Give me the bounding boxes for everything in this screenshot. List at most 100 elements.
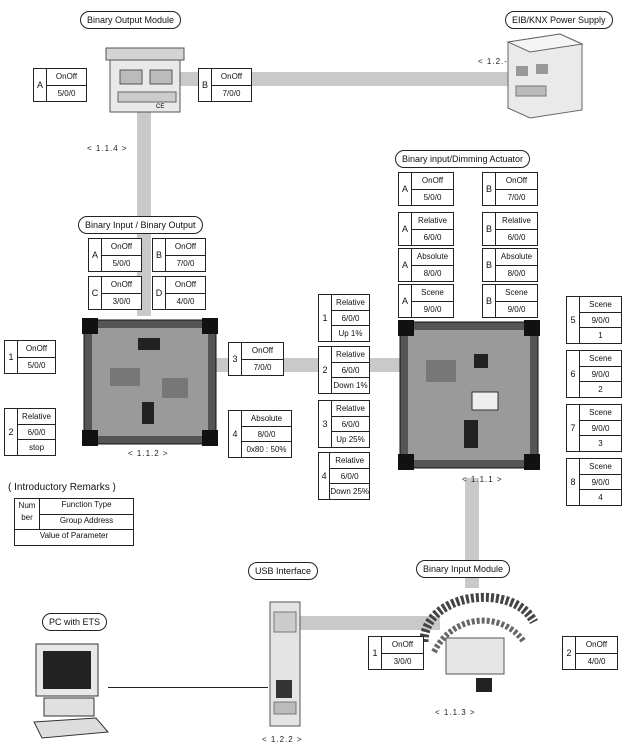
label-binary-input-dimming-actuator: Binary input/Dimming Actuator	[395, 150, 530, 168]
object-number: 6	[567, 351, 580, 397]
group-address: 7/0/0	[166, 256, 205, 272]
group-address: 7/0/0	[496, 190, 537, 206]
function-type: OnOff	[412, 173, 453, 190]
dimming-actuator-device	[398, 320, 540, 470]
group-address: 7/0/0	[242, 360, 283, 376]
label-binary-input-binary-output: Binary Input / Binary Output	[78, 216, 203, 234]
object-number: A	[34, 69, 47, 101]
function-type: Relative	[18, 409, 55, 425]
dim-channel-1: 1 Relative6/0/0Up 1%	[318, 294, 370, 342]
function-type: Relative	[496, 213, 537, 230]
legend-group-address: Group Address	[40, 515, 133, 530]
function-type: Relative	[412, 213, 453, 230]
function-type: Scene	[496, 285, 537, 302]
group-address: 5/0/0	[102, 256, 141, 272]
group-address: 7/0/0	[212, 86, 251, 102]
group-address: 5/0/0	[18, 358, 55, 374]
object-number: A	[399, 213, 412, 245]
function-type: OnOff	[166, 277, 205, 294]
group-address: 6/0/0	[332, 311, 369, 327]
object-number: A	[399, 173, 412, 205]
dim-object-b-absolute: B Absolute8/0/0	[482, 248, 538, 282]
group-address: 9/0/0	[580, 313, 621, 329]
group-address: 6/0/0	[412, 230, 453, 246]
object-number: 2	[563, 637, 576, 669]
label-power-supply: EIB/KNX Power Supply	[505, 11, 613, 29]
function-type: Relative	[332, 401, 369, 417]
group-address: 4/0/0	[576, 654, 617, 670]
group-address: 8/0/0	[412, 266, 453, 282]
address-1-1-1: < 1.1.1 >	[462, 475, 503, 484]
function-type: OnOff	[212, 69, 251, 86]
group-address: 6/0/0	[332, 363, 369, 379]
group-address: 9/0/0	[580, 475, 621, 491]
object-number: 4	[319, 453, 330, 499]
function-type: OnOff	[47, 69, 86, 86]
group-address: 4/0/0	[166, 294, 205, 310]
parameter-value: Down 25%	[330, 484, 369, 499]
function-type: Relative	[332, 347, 369, 363]
function-type: OnOff	[166, 239, 205, 256]
parameter-value: 3	[580, 436, 621, 451]
function-type: OnOff	[102, 277, 141, 294]
function-type: Scene	[580, 405, 621, 421]
object-number: A	[89, 239, 102, 271]
function-type: Scene	[412, 285, 453, 302]
object-number: B	[199, 69, 212, 101]
object-number: A	[399, 285, 412, 317]
function-type: Relative	[332, 295, 369, 311]
group-address: 9/0/0	[412, 302, 453, 318]
group-address: 9/0/0	[496, 302, 537, 318]
object-number: 5	[567, 297, 580, 343]
object-number: 7	[567, 405, 580, 451]
function-type: OnOff	[242, 343, 283, 360]
legend-table: Num ber Function Type Group Address Valu…	[14, 498, 134, 546]
group-address: 6/0/0	[18, 425, 55, 441]
function-type: OnOff	[576, 637, 617, 654]
object-number: B	[483, 173, 496, 205]
function-type: OnOff	[382, 637, 423, 654]
object-number: 4	[229, 411, 242, 457]
label-usb-interface: USB Interface	[248, 562, 318, 580]
parameter-value: Up 25%	[332, 432, 369, 447]
object-number: B	[483, 249, 496, 281]
group-address: 6/0/0	[332, 417, 369, 433]
group-address: 9/0/0	[580, 367, 621, 383]
parameter-value: 4	[580, 490, 621, 505]
parameter-value: stop	[18, 440, 55, 455]
function-type: Scene	[580, 351, 621, 367]
object-number: A	[399, 249, 412, 281]
object-number: 8	[567, 459, 580, 505]
object-number: 1	[5, 341, 18, 373]
object-number: D	[153, 277, 166, 309]
object-number: 1	[319, 295, 332, 341]
function-type: Absolute	[412, 249, 453, 266]
dim-channel-7: 7 Scene9/0/03	[566, 404, 622, 452]
group-address: 5/0/0	[47, 86, 86, 102]
dim-channel-4: 4 Relative6/0/0Down 25%	[318, 452, 370, 500]
group-address: 6/0/0	[330, 469, 369, 485]
bibo-channel-4: 4 Absolute8/0/00x80 : 50%	[228, 410, 292, 458]
dim-object-b-relative: B Relative6/0/0	[482, 212, 538, 246]
parameter-value: Down 1%	[332, 378, 369, 393]
object-number: B	[483, 285, 496, 317]
pc-device	[30, 640, 114, 744]
function-type: Absolute	[496, 249, 537, 266]
group-address: 3/0/0	[382, 654, 423, 670]
